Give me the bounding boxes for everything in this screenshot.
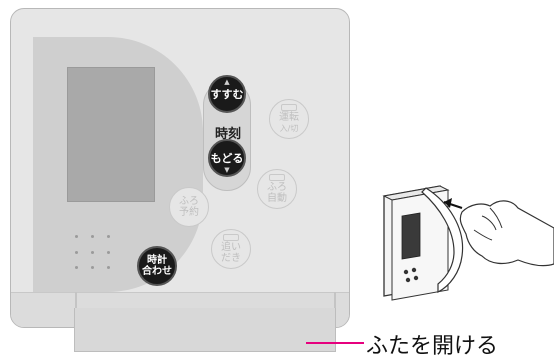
clock-set-label-bottom: 合わせ — [142, 266, 172, 277]
indicator-lamp-icon — [269, 174, 285, 181]
opening-cover-illustration — [382, 185, 554, 301]
run-label-bottom: 入/切 — [279, 124, 299, 133]
indicator-lamp-icon — [223, 234, 239, 241]
remote-control-panel: ▲ すすむ 時刻 もどる ▼ 運転 入/切 ふろ 自動 ふろ 予約 追い だき … — [10, 8, 350, 328]
back-label: もどる — [210, 152, 244, 165]
speaker-grille — [75, 235, 115, 273]
forward-button[interactable]: ▲ すすむ — [208, 75, 246, 113]
reheat-button[interactable]: 追い だき — [211, 229, 251, 269]
down-arrow-icon: ▼ — [224, 166, 230, 174]
reheat-label-bottom: だき — [221, 253, 241, 264]
back-button[interactable]: もどる ▼ — [208, 139, 246, 177]
run-label-top: 運転 — [279, 112, 299, 123]
auto-bath-label-top: ふろ — [267, 182, 287, 193]
bath-timer-button[interactable]: ふろ 予約 — [169, 187, 209, 227]
auto-bath-label-bottom: 自動 — [267, 193, 287, 204]
bath-timer-label-bottom: 予約 — [179, 207, 199, 218]
clock-set-button[interactable]: 時計 合わせ — [137, 246, 177, 286]
reheat-label-top: 追い — [221, 242, 241, 253]
indicator-lamp-icon — [281, 104, 297, 111]
run-on-off-button[interactable]: 運転 入/切 — [269, 99, 309, 139]
callout-open-cover-text: ふたを開ける — [366, 334, 499, 359]
cover-flap[interactable] — [74, 308, 336, 352]
display-screen — [67, 67, 155, 202]
up-arrow-icon: ▲ — [224, 78, 230, 86]
auto-bath-button[interactable]: ふろ 自動 — [257, 169, 297, 209]
time-label: 時刻 — [214, 127, 241, 142]
clock-set-label-top: 時計 — [147, 255, 167, 266]
bath-timer-label-top: ふろ — [179, 196, 199, 207]
callout-leader-line — [306, 342, 364, 344]
forward-label: すすむ — [210, 88, 244, 101]
